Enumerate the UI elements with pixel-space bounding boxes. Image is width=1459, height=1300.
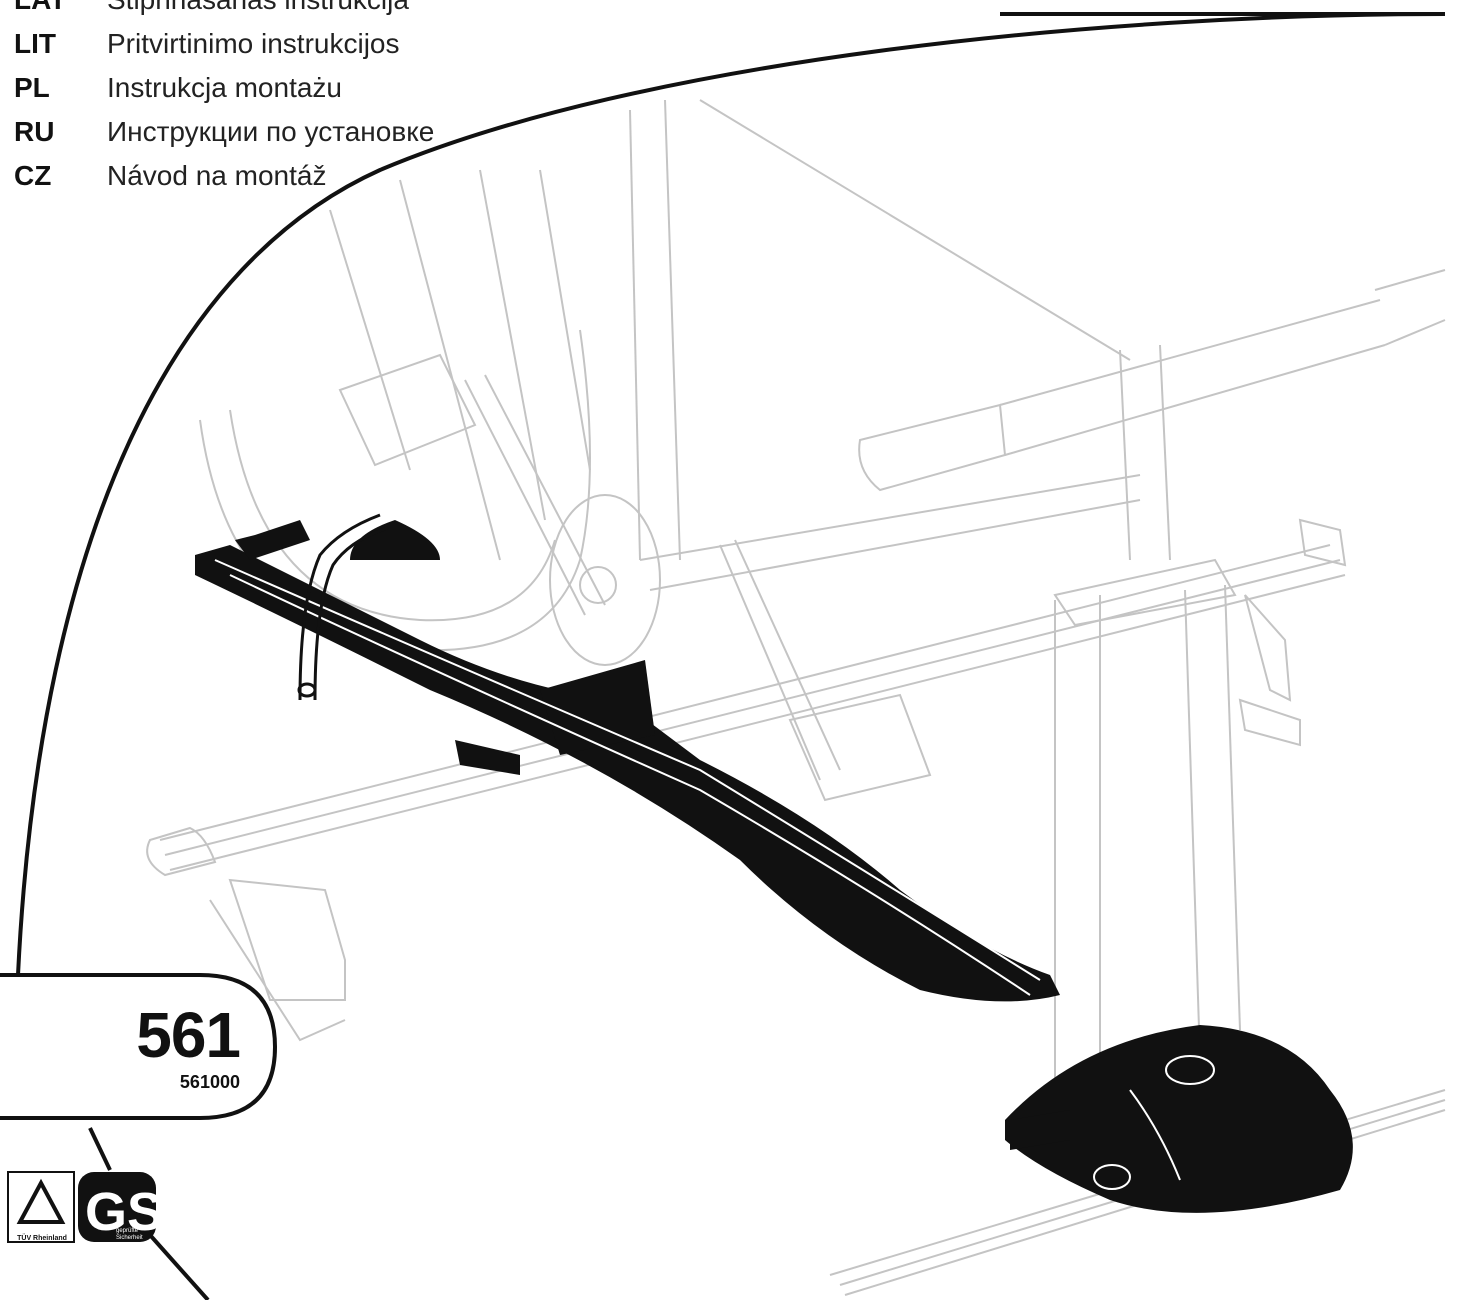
language-code: CZ: [14, 160, 52, 191]
language-title: Instrukcja montażu: [107, 72, 342, 103]
tuv-label: TÜV Rheinland: [17, 1235, 67, 1242]
language-row-pl: PL Instrukcja montażu: [14, 72, 342, 112]
language-row-ru: RU Инструкции по установке: [14, 116, 434, 156]
language-title: Návod na montáž: [107, 160, 327, 191]
gs-mark: GS: [85, 1182, 163, 1242]
leader-line-lower: [148, 1233, 210, 1300]
language-code: LAT: [14, 0, 107, 16]
wheel-strap: [297, 513, 389, 701]
language-code: LIT: [14, 28, 56, 59]
language-title: Stiprināšanas instrukcija: [107, 0, 409, 16]
language-title: Pritvirtinimo instrukcijos: [107, 28, 400, 59]
frame-arc: [16, 12, 1446, 976]
leader-line-upper: [88, 1127, 112, 1171]
language-code: PL: [14, 72, 50, 103]
article-number: 561000: [179, 1072, 240, 1092]
gs-logo: GS: [78, 1172, 163, 1242]
language-code: RU: [14, 116, 55, 147]
language-row-lit: LIT Pritvirtinimo instrukcijos: [14, 28, 400, 68]
language-row-cz: CZ Návod na montáž: [14, 160, 326, 200]
tuv-logo: [7, 1171, 75, 1243]
rail-detail-lines: [214, 559, 1215, 1190]
roof-bars: [146, 518, 1446, 1296]
gs-label: geprüfte Sicherheit: [116, 1228, 143, 1241]
bicycle-ghost: [199, 99, 1446, 1110]
language-row-lat: LAT Stiprināšanas instrukcija: [14, 0, 409, 24]
model-number: 561: [136, 999, 241, 1071]
model-badge-outline: [0, 973, 278, 1120]
language-title: Инструкции по установке: [107, 116, 435, 147]
